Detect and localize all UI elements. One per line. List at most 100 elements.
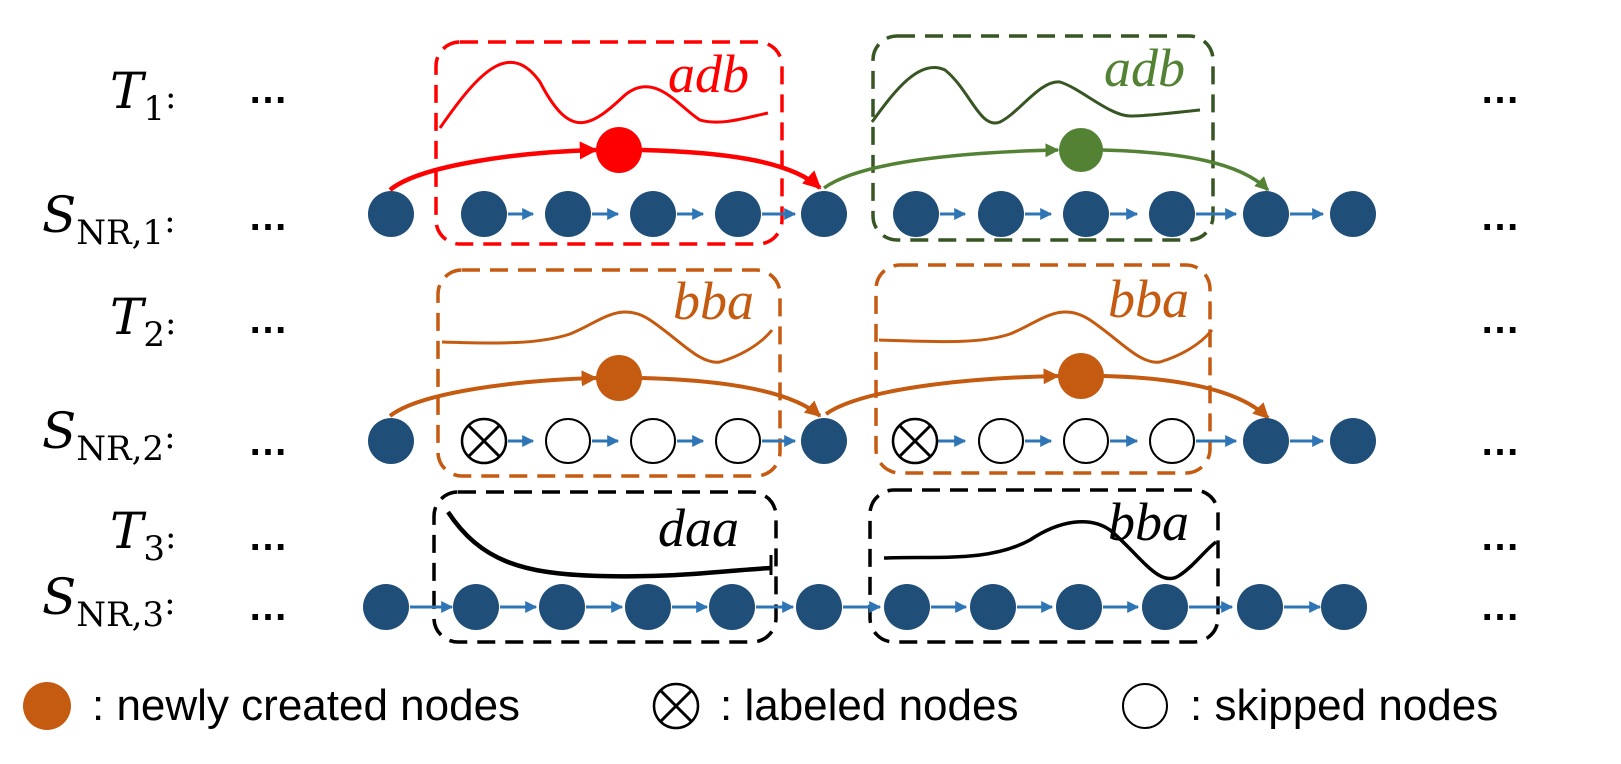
ellipsis-right-4: … xyxy=(1480,420,1520,464)
new-node-orange-left xyxy=(596,355,642,401)
ellipsis-left-4: … xyxy=(248,420,288,464)
node xyxy=(1149,191,1195,237)
legend-new-nodes-label: : newly created nodes xyxy=(92,681,520,730)
arrow-orange-in-right xyxy=(824,368,1060,416)
skipped-node xyxy=(715,418,761,464)
node xyxy=(715,191,761,237)
node xyxy=(461,191,507,237)
group-row1-right: adb xyxy=(870,34,1215,242)
ellipsis-left-1: … xyxy=(248,68,288,112)
node xyxy=(545,191,591,237)
node xyxy=(978,191,1024,237)
labeled-node-left xyxy=(460,417,508,465)
ellipsis-right-3: … xyxy=(1480,298,1520,342)
node xyxy=(796,584,842,630)
skipped-node xyxy=(1149,418,1195,464)
arrow-green-in xyxy=(822,143,1060,190)
legend: : newly created nodes : labeled nodes : … xyxy=(23,681,1498,730)
node xyxy=(1243,418,1289,464)
group-row3-left: daa xyxy=(432,490,778,644)
segment-box-black-right xyxy=(868,488,1220,644)
legend-new-node-swatch xyxy=(23,682,71,730)
node-chain-row1 xyxy=(368,191,1376,237)
waveform-t1-right xyxy=(870,66,1201,125)
group-row2-left: bba xyxy=(436,268,782,478)
row-labels: T1: SNR,1: T2: SNR,2: T3: SNR,3: xyxy=(42,62,176,635)
waveform-t3-left xyxy=(446,510,772,579)
row-label-t1: T1: xyxy=(110,62,176,129)
node xyxy=(1330,418,1376,464)
symbol-tag-t3-right: bba xyxy=(1108,492,1189,552)
waveform-t2-left xyxy=(441,310,774,364)
node xyxy=(801,418,847,464)
waveform-t2-right xyxy=(878,310,1214,364)
arrow-red-out xyxy=(641,147,822,190)
skipped-node xyxy=(1063,418,1109,464)
row-label-t3: T3: xyxy=(110,502,176,569)
skipped-node xyxy=(545,418,591,464)
node xyxy=(453,584,499,630)
labeled-node-right xyxy=(891,417,939,465)
arrow-red-in xyxy=(388,141,598,192)
waveform-t1-left xyxy=(438,60,769,129)
symbol-tag-t3-left: daa xyxy=(658,498,739,558)
row-label-snr2: SNR,2: xyxy=(42,402,176,469)
ellipsis-right-1: … xyxy=(1480,68,1520,112)
new-node-orange-right xyxy=(1058,353,1104,399)
ellipsis-left-3: … xyxy=(248,298,288,342)
ellipsis-right-2: … xyxy=(1480,195,1520,239)
node xyxy=(801,191,847,237)
segment-box-black-left xyxy=(432,490,778,644)
skipped-node xyxy=(978,418,1024,464)
node-chain-row2 xyxy=(368,417,1376,465)
arrow-orange-out-right xyxy=(1103,374,1270,420)
legend-labeled-node-swatch xyxy=(652,682,700,730)
node xyxy=(1243,191,1289,237)
node xyxy=(368,191,414,237)
ellipsis-right-6: … xyxy=(1480,585,1520,629)
node xyxy=(1056,584,1102,630)
node xyxy=(363,584,409,630)
ellipsis-left-5: … xyxy=(248,515,288,559)
node xyxy=(625,584,671,630)
segment-box-red xyxy=(434,40,784,246)
node xyxy=(1321,584,1367,630)
node xyxy=(970,584,1016,630)
arrow-orange-in-left xyxy=(388,370,598,418)
segment-box-orange-left xyxy=(436,268,782,478)
group-row3-right: bba xyxy=(868,488,1220,644)
waveform-t3-right xyxy=(883,519,1218,581)
ellipsis-left-2: … xyxy=(248,195,288,239)
new-node-green xyxy=(1059,128,1103,172)
symbol-tag-t2-right: bba xyxy=(1108,269,1189,329)
arrow-green-out xyxy=(1101,148,1270,192)
node xyxy=(1142,584,1188,630)
group-row1-left: adb xyxy=(434,40,784,246)
node xyxy=(539,584,585,630)
legend-skipped-nodes-label: : skipped nodes xyxy=(1190,681,1498,730)
row-label-t2: T2: xyxy=(110,288,176,355)
symbol-tag-t1-left: adb xyxy=(668,44,749,104)
symbol-tag-t2-left: bba xyxy=(673,271,754,331)
ellipsis-left-6: … xyxy=(248,585,288,629)
segment-box-orange-right xyxy=(874,263,1212,475)
legend-labeled-nodes-label: : labeled nodes xyxy=(720,681,1018,730)
new-node-red xyxy=(596,127,642,173)
node xyxy=(893,191,939,237)
segment-box-dark-green xyxy=(871,34,1215,242)
row-label-snr3: SNR,3: xyxy=(42,568,176,635)
node xyxy=(368,418,414,464)
legend-skipped-node-swatch xyxy=(1122,683,1168,729)
symbol-tag-t1-right: adb xyxy=(1104,38,1185,98)
node xyxy=(709,584,755,630)
ellipsis-marks: … … … … … … … … … … … … xyxy=(248,68,1520,629)
node xyxy=(884,584,930,630)
node-chain-row3 xyxy=(363,584,1367,630)
node xyxy=(630,191,676,237)
node xyxy=(1237,584,1283,630)
group-row2-right: bba xyxy=(874,263,1214,475)
row-label-snr1: SNR,1: xyxy=(42,186,176,253)
ellipsis-right-5: … xyxy=(1480,515,1520,559)
node xyxy=(1063,191,1109,237)
